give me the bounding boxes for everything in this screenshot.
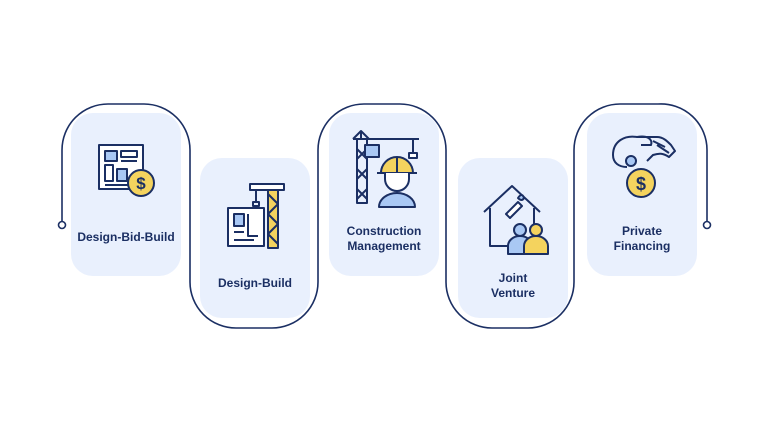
svg-text:$: $	[136, 174, 146, 193]
end-dot	[702, 220, 712, 230]
step-card-design-build: Design-Build	[200, 158, 310, 318]
svg-text:$: $	[636, 174, 646, 194]
blueprint-dollar-icon: $	[98, 144, 155, 197]
step-card-design-bid-build: $ Design-Bid-Build	[71, 113, 181, 276]
hand-coin-icon: $	[612, 135, 676, 198]
step-label: Construction Management	[346, 224, 422, 253]
crane-worker-icon	[352, 130, 419, 208]
step-label: Design-Bid-Build	[77, 230, 175, 244]
step-card-joint-venture: Joint Venture	[458, 158, 568, 318]
start-dot	[57, 220, 67, 230]
house-partners-icon	[483, 185, 549, 255]
step-label: Design-Build	[218, 276, 292, 290]
step-card-private-financing: $ Private Financing	[587, 113, 697, 276]
step-label: Joint Venture	[490, 271, 535, 300]
step-label: Private Financing	[613, 224, 671, 253]
step-card-construction-management: Construction Management	[329, 113, 439, 276]
blueprint-crane-icon	[227, 183, 285, 249]
